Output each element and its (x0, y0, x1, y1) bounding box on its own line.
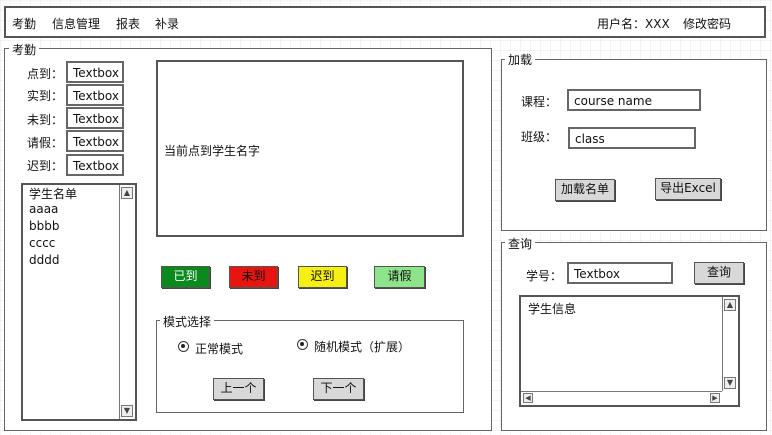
username-label: 用户名：XXX (597, 17, 670, 31)
late-button[interactable]: 迟到 (298, 266, 347, 288)
change-password-link[interactable]: 修改密码 (683, 17, 732, 31)
list-item[interactable]: aaaa (29, 202, 59, 216)
mode-selection-title: 模式选择 (160, 313, 215, 330)
stat-field-present[interactable]: Textbox (66, 84, 124, 106)
scroll-left-arrow-icon[interactable]: ◀ (523, 393, 533, 403)
stat-field-roll-call[interactable]: Textbox (66, 61, 124, 83)
student-id-label: 学号： (526, 269, 563, 283)
student-list-scrollbar[interactable]: ▲ ▼ (119, 185, 135, 419)
mode-selection-panel (156, 320, 464, 413)
student-info-hscrollbar[interactable]: ◀ ▶ (521, 391, 722, 405)
next-button[interactable]: 下一个 (313, 378, 364, 400)
load-panel-title: 加载 (505, 51, 536, 68)
current-student-display: 当前点到学生名字 (156, 60, 464, 237)
random-mode-label[interactable]: 随机模式（扩展） (314, 340, 411, 354)
list-item[interactable]: dddd (29, 253, 60, 267)
stat-field-absent[interactable]: Textbox (66, 107, 124, 129)
nav-item-makeup[interactable]: 补录 (155, 17, 180, 31)
random-mode-radio[interactable] (297, 339, 308, 350)
present-button[interactable]: 已到 (161, 266, 210, 288)
nav-item-info-management[interactable]: 信息管理 (52, 17, 101, 31)
normal-mode-radio[interactable] (178, 341, 189, 352)
stat-label-late: 迟到： (27, 159, 64, 173)
scroll-up-arrow-icon[interactable]: ▲ (724, 299, 736, 311)
query-panel-title: 查询 (505, 235, 536, 252)
stat-field-late[interactable]: Textbox (66, 154, 124, 176)
stat-label-present: 实到： (27, 89, 64, 103)
stat-label-absent: 未到： (27, 113, 64, 127)
list-item[interactable]: bbbb (29, 219, 60, 233)
student-info-header: 学生信息 (528, 302, 577, 316)
nav-item-reports[interactable]: 报表 (116, 17, 141, 31)
scroll-up-arrow-icon[interactable]: ▲ (121, 187, 133, 199)
student-info-box: 学生信息 ▲ ▼ ◀ ▶ (519, 295, 740, 407)
current-student-name: 当前点到学生名字 (164, 144, 261, 158)
top-nav-bar (4, 6, 766, 38)
student-id-input[interactable]: Textbox (567, 262, 673, 284)
course-label: 课程： (521, 95, 558, 109)
student-list-header: 学生名单 (29, 187, 78, 201)
scroll-right-arrow-icon[interactable]: ▶ (710, 393, 720, 403)
export-excel-button[interactable]: 导出Excel (655, 178, 721, 200)
load-list-button[interactable]: 加载名单 (555, 179, 615, 201)
student-info-scrollbar[interactable]: ▲ ▼ (722, 297, 738, 391)
student-list[interactable]: 学生名单 aaaa bbbb cccc dddd ▲ ▼ (21, 183, 137, 421)
stat-label-leave: 请假： (27, 136, 64, 150)
stat-field-leave[interactable]: Textbox (66, 130, 124, 152)
list-item[interactable]: cccc (29, 236, 56, 250)
attendance-panel-title: 考勤 (9, 41, 40, 58)
query-button[interactable]: 查询 (694, 262, 744, 284)
leave-button[interactable]: 请假 (374, 266, 425, 288)
course-input[interactable]: course name (567, 89, 701, 111)
nav-item-attendance[interactable]: 考勤 (12, 17, 37, 31)
class-label: 班级： (521, 130, 558, 144)
class-input[interactable]: class (568, 127, 696, 149)
prev-button[interactable]: 上一个 (213, 378, 264, 400)
scroll-down-arrow-icon[interactable]: ▼ (724, 377, 736, 389)
normal-mode-label[interactable]: 正常模式 (195, 342, 244, 356)
scroll-down-arrow-icon[interactable]: ▼ (121, 405, 133, 417)
stat-label-roll-call: 点到： (27, 67, 64, 81)
absent-button[interactable]: 未到 (229, 266, 278, 288)
